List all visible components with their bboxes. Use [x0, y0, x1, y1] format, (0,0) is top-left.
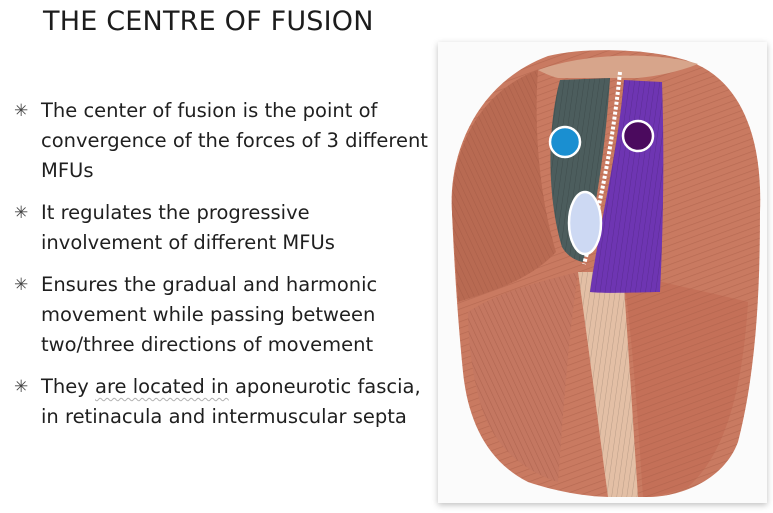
bullet-item: ✳ It regulates the progressive involveme…: [14, 198, 434, 258]
bullet-item: ✳ They are located in aponeurotic fascia…: [14, 372, 434, 432]
purple-circle-marker: [621, 119, 655, 153]
bullet-text: It regulates the progressive involvement…: [41, 201, 335, 254]
bullet-item: ✳ The center of fusion is the point of c…: [14, 96, 434, 186]
bullet-text: They are located in aponeurotic fascia, …: [41, 375, 421, 428]
bullet-star-icon: ✳: [14, 275, 29, 295]
light-ellipse-marker: [567, 190, 603, 256]
bullet-text: Ensures the gradual and harmonic movemen…: [41, 273, 378, 356]
bullet-text: The center of fusion is the point of con…: [41, 99, 428, 182]
page-title: THE CENTRE OF FUSION: [43, 6, 374, 37]
spellcheck-underlined-text: are located in: [95, 375, 229, 398]
bullet-star-icon: ✳: [14, 203, 29, 223]
bullet-list: ✳ The center of fusion is the point of c…: [14, 96, 434, 444]
blue-circle-marker: [548, 125, 582, 159]
thigh-muscle-illustration: [451, 50, 761, 497]
bullet-item: ✳ Ensures the gradual and harmonic movem…: [14, 270, 434, 360]
bullet-star-icon: ✳: [14, 101, 29, 121]
bullet-star-icon: ✳: [14, 377, 29, 397]
anatomy-figure: [438, 42, 767, 503]
